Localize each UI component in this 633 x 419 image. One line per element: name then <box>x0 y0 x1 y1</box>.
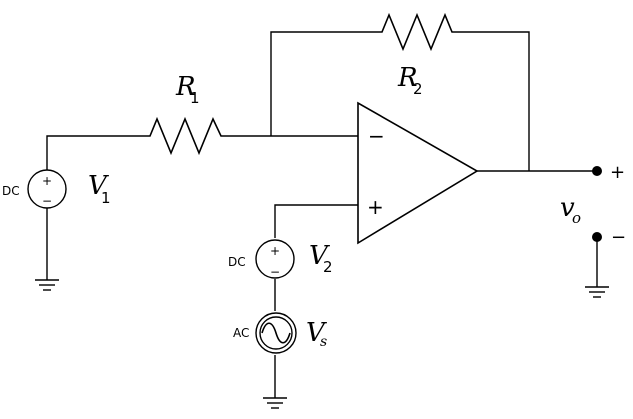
source-v1-minus: − <box>42 194 52 208</box>
output-plus-sign: + <box>610 162 625 183</box>
wire-node-to-r2 <box>270 31 375 136</box>
output-terminal-minus <box>592 232 602 242</box>
source-v1: + − DC <box>2 169 67 209</box>
output-minus-sign: − <box>611 227 626 248</box>
label-vs: V <box>306 318 327 348</box>
source-v2-circle <box>255 239 295 279</box>
label-vo-subscript: o <box>572 209 581 227</box>
label-vs-subscript: s <box>320 334 327 350</box>
ground-output <box>585 286 609 298</box>
label-r1: R <box>175 72 196 102</box>
source-v1-circle <box>27 169 67 209</box>
op-amp-noninverting-sign: + <box>367 195 384 219</box>
label-v2: V <box>309 241 330 271</box>
source-v2-plus: + <box>270 244 280 258</box>
source-vs-type-label: AC <box>233 326 249 340</box>
label-v1-subscript: 1 <box>101 189 111 207</box>
source-v2-type-label: DC <box>228 255 246 269</box>
label-vo: v <box>560 193 575 223</box>
label-r2-subscript: 2 <box>413 80 423 98</box>
op-amp-triangle <box>357 101 479 245</box>
label-r2: R <box>397 63 418 93</box>
ground-v1 <box>35 279 59 291</box>
resistor-r2 <box>375 12 459 52</box>
source-v2-minus: − <box>270 265 280 279</box>
wires <box>46 31 598 398</box>
resistor-r1 <box>143 116 228 156</box>
wire-v1-to-r1 <box>46 135 143 170</box>
wire-r2-to-output <box>459 31 530 171</box>
source-v1-plus: + <box>42 174 52 188</box>
label-v1: V <box>88 171 109 201</box>
source-v1-type-label: DC <box>2 184 20 198</box>
ground-vs <box>263 397 287 409</box>
op-amp-inverting-sign: − <box>368 124 385 148</box>
wire-noninverting-to-v2 <box>274 204 358 238</box>
output-terminal-plus <box>592 166 602 176</box>
label-v2-subscript: 2 <box>323 258 333 276</box>
label-r1-subscript: 1 <box>190 89 200 107</box>
source-v2: + − DC <box>228 239 295 279</box>
source-vs: AC <box>233 312 297 354</box>
sine-wave-icon <box>261 322 291 344</box>
